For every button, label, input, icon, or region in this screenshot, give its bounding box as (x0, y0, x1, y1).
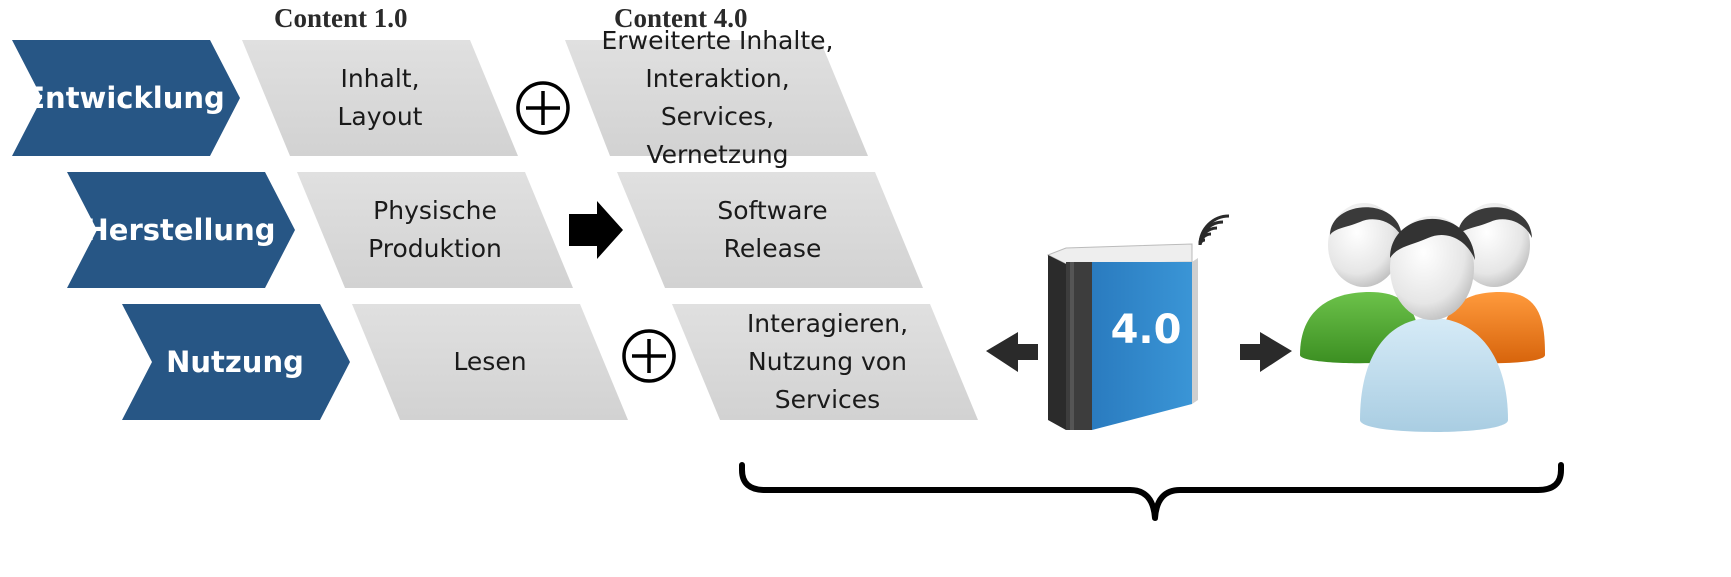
content4-text-nutzung: Interagieren, Nutzung von Services (746, 309, 909, 414)
content4-text-herstellung: Software Release (717, 196, 828, 263)
book-version-label: 4.0 (1110, 307, 1182, 353)
content1-text-nutzung: Lesen (453, 347, 527, 376)
right-arrow-icon (569, 201, 623, 259)
header-content-1: Content 1.0 (274, 3, 408, 33)
phase-label-herstellung: Herstellung (84, 213, 276, 247)
plus-icon (516, 81, 570, 135)
chevron-herstellung (67, 172, 295, 288)
content4-nutzung-box (672, 304, 978, 420)
chevron-nutzung (122, 304, 350, 420)
curly-brace (739, 462, 1564, 521)
chevron-entwicklung (12, 40, 240, 156)
content4-herstellung-box (617, 172, 923, 288)
header-content-4: Content 4.0 (614, 3, 748, 33)
book-icon (1046, 243, 1198, 430)
content1-nutzung-box (352, 304, 628, 420)
content1-herstellung-box (297, 172, 573, 288)
plus-icon (622, 329, 676, 383)
phase-label-nutzung: Nutzung (166, 345, 304, 379)
left-arrow-icon (986, 332, 1038, 372)
users-icon (1300, 203, 1545, 432)
phase-label-entwicklung: Entwicklung (25, 81, 225, 115)
content1-text-entwicklung: Inhalt, Layout (337, 64, 423, 131)
content1-entwicklung-box (242, 40, 518, 156)
right-arrow-icon (1240, 332, 1292, 372)
content4-text-entwicklung: Erweiterte Inhalte, Interaktion, Service… (601, 26, 834, 169)
content4-entwicklung-box (565, 40, 868, 156)
wifi-icon (1198, 214, 1230, 246)
content1-text-herstellung: Physische Produktion (368, 196, 502, 263)
